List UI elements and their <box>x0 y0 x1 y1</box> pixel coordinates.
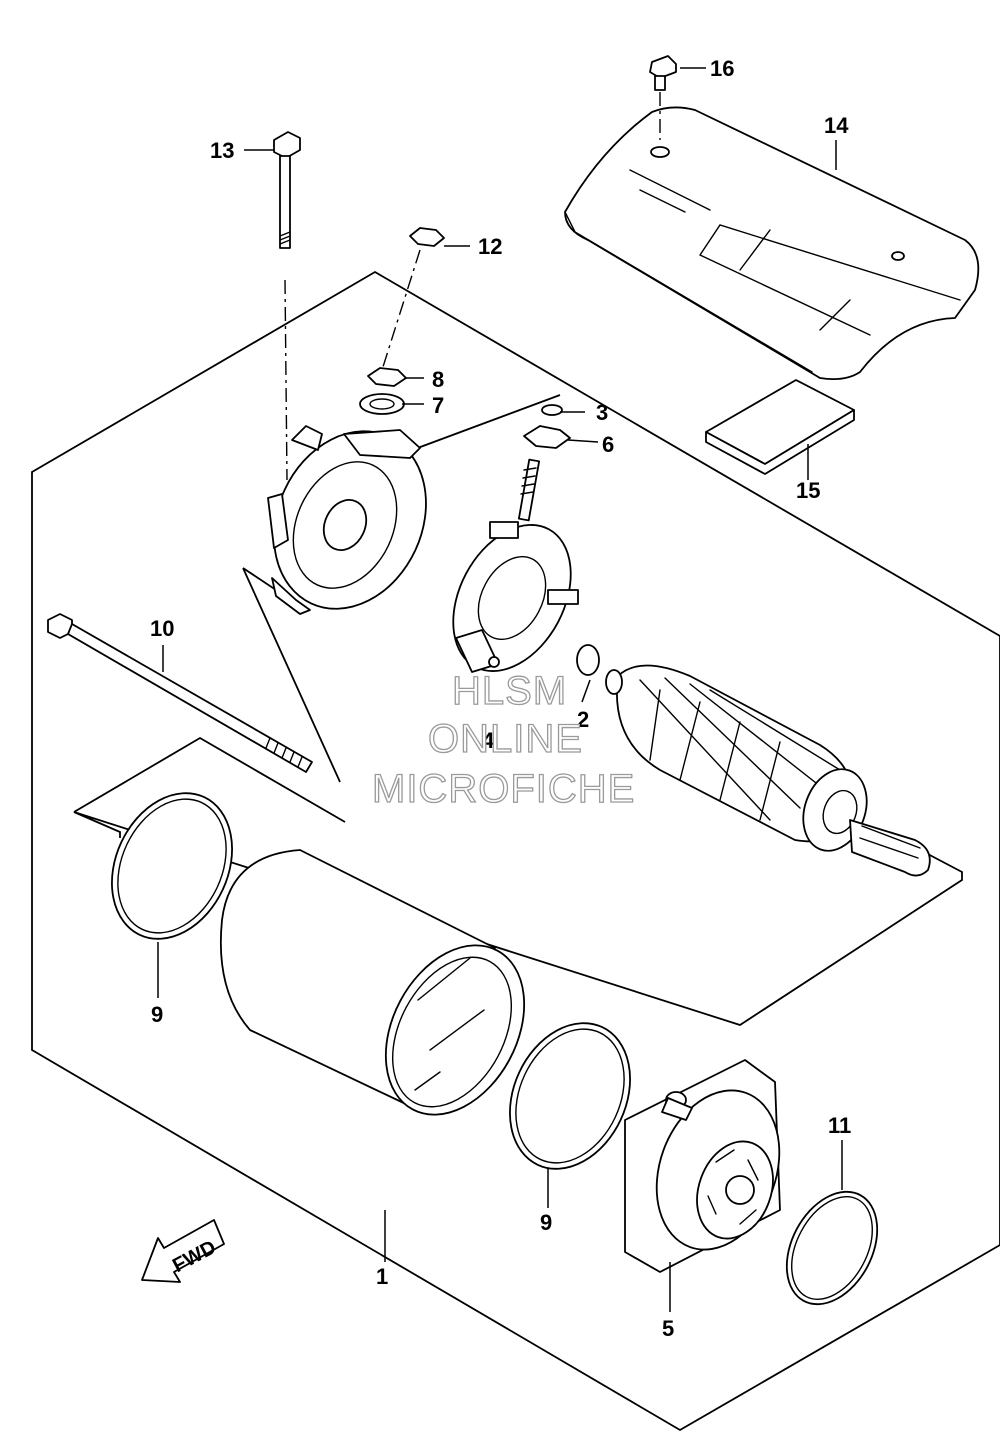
brush-holder-4-part <box>452 458 579 673</box>
callout-10: 10 <box>150 616 174 641</box>
callout-16: 16 <box>710 56 734 81</box>
through-bolt-10-part <box>47 613 313 773</box>
callout-1: 1 <box>376 1264 388 1289</box>
callout-9-left: 9 <box>151 1002 163 1027</box>
o-ring-9-right-part <box>509 1022 631 1170</box>
callout-13: 13 <box>210 138 234 163</box>
washer-2-part <box>576 644 600 676</box>
callout-11: 11 <box>828 1113 851 1138</box>
yoke-housing-part <box>219 849 526 1116</box>
cover-part <box>564 106 980 381</box>
watermark-line-3: MICROFICHE <box>372 767 635 811</box>
pad-part <box>705 379 855 475</box>
watermark-line-1: HLSM <box>452 669 567 713</box>
fwd-arrow-icon: FWD <box>141 1219 225 1283</box>
callout-14: 14 <box>824 113 849 138</box>
watermark: HLSM ONLINE MICROFICHE <box>371 668 635 811</box>
armature-part <box>605 664 931 877</box>
bolt-13-axis <box>284 279 288 481</box>
o-ring-11-part <box>785 1190 879 1306</box>
callout-15: 15 <box>796 478 820 503</box>
assembly-outline-box <box>31 270 1000 1432</box>
leader-lines <box>157 67 843 1312</box>
callout-9-right: 9 <box>540 1210 552 1235</box>
bolt-16-part <box>649 55 677 91</box>
callout-4: 4 <box>482 728 495 753</box>
callout-labels: 1 2 3 4 5 6 7 8 9 9 10 11 12 13 14 15 16 <box>150 56 851 1341</box>
callout-2: 2 <box>577 707 589 732</box>
callout-8: 8 <box>432 367 444 392</box>
washer-7-part <box>359 393 405 415</box>
nut-12-part <box>409 227 445 247</box>
callout-3: 3 <box>596 400 608 425</box>
end-housing-part <box>267 425 427 615</box>
callout-7: 7 <box>432 393 444 418</box>
callout-12: 12 <box>478 234 502 259</box>
o-ring-9-left-part <box>111 792 233 940</box>
callout-6: 6 <box>602 432 614 457</box>
callout-5: 5 <box>662 1316 674 1341</box>
nut-8-part <box>367 367 407 387</box>
long-bolt-13-part <box>273 131 301 249</box>
watermark-line-2: ONLINE <box>428 717 583 761</box>
o-ring-3-part <box>541 404 563 416</box>
front-cover-5-part <box>624 1059 781 1273</box>
terminal-6-part <box>523 425 571 449</box>
nut-axis <box>381 249 421 371</box>
inner-outline-box <box>73 736 346 823</box>
inner-outline-box-lower <box>73 811 963 1026</box>
